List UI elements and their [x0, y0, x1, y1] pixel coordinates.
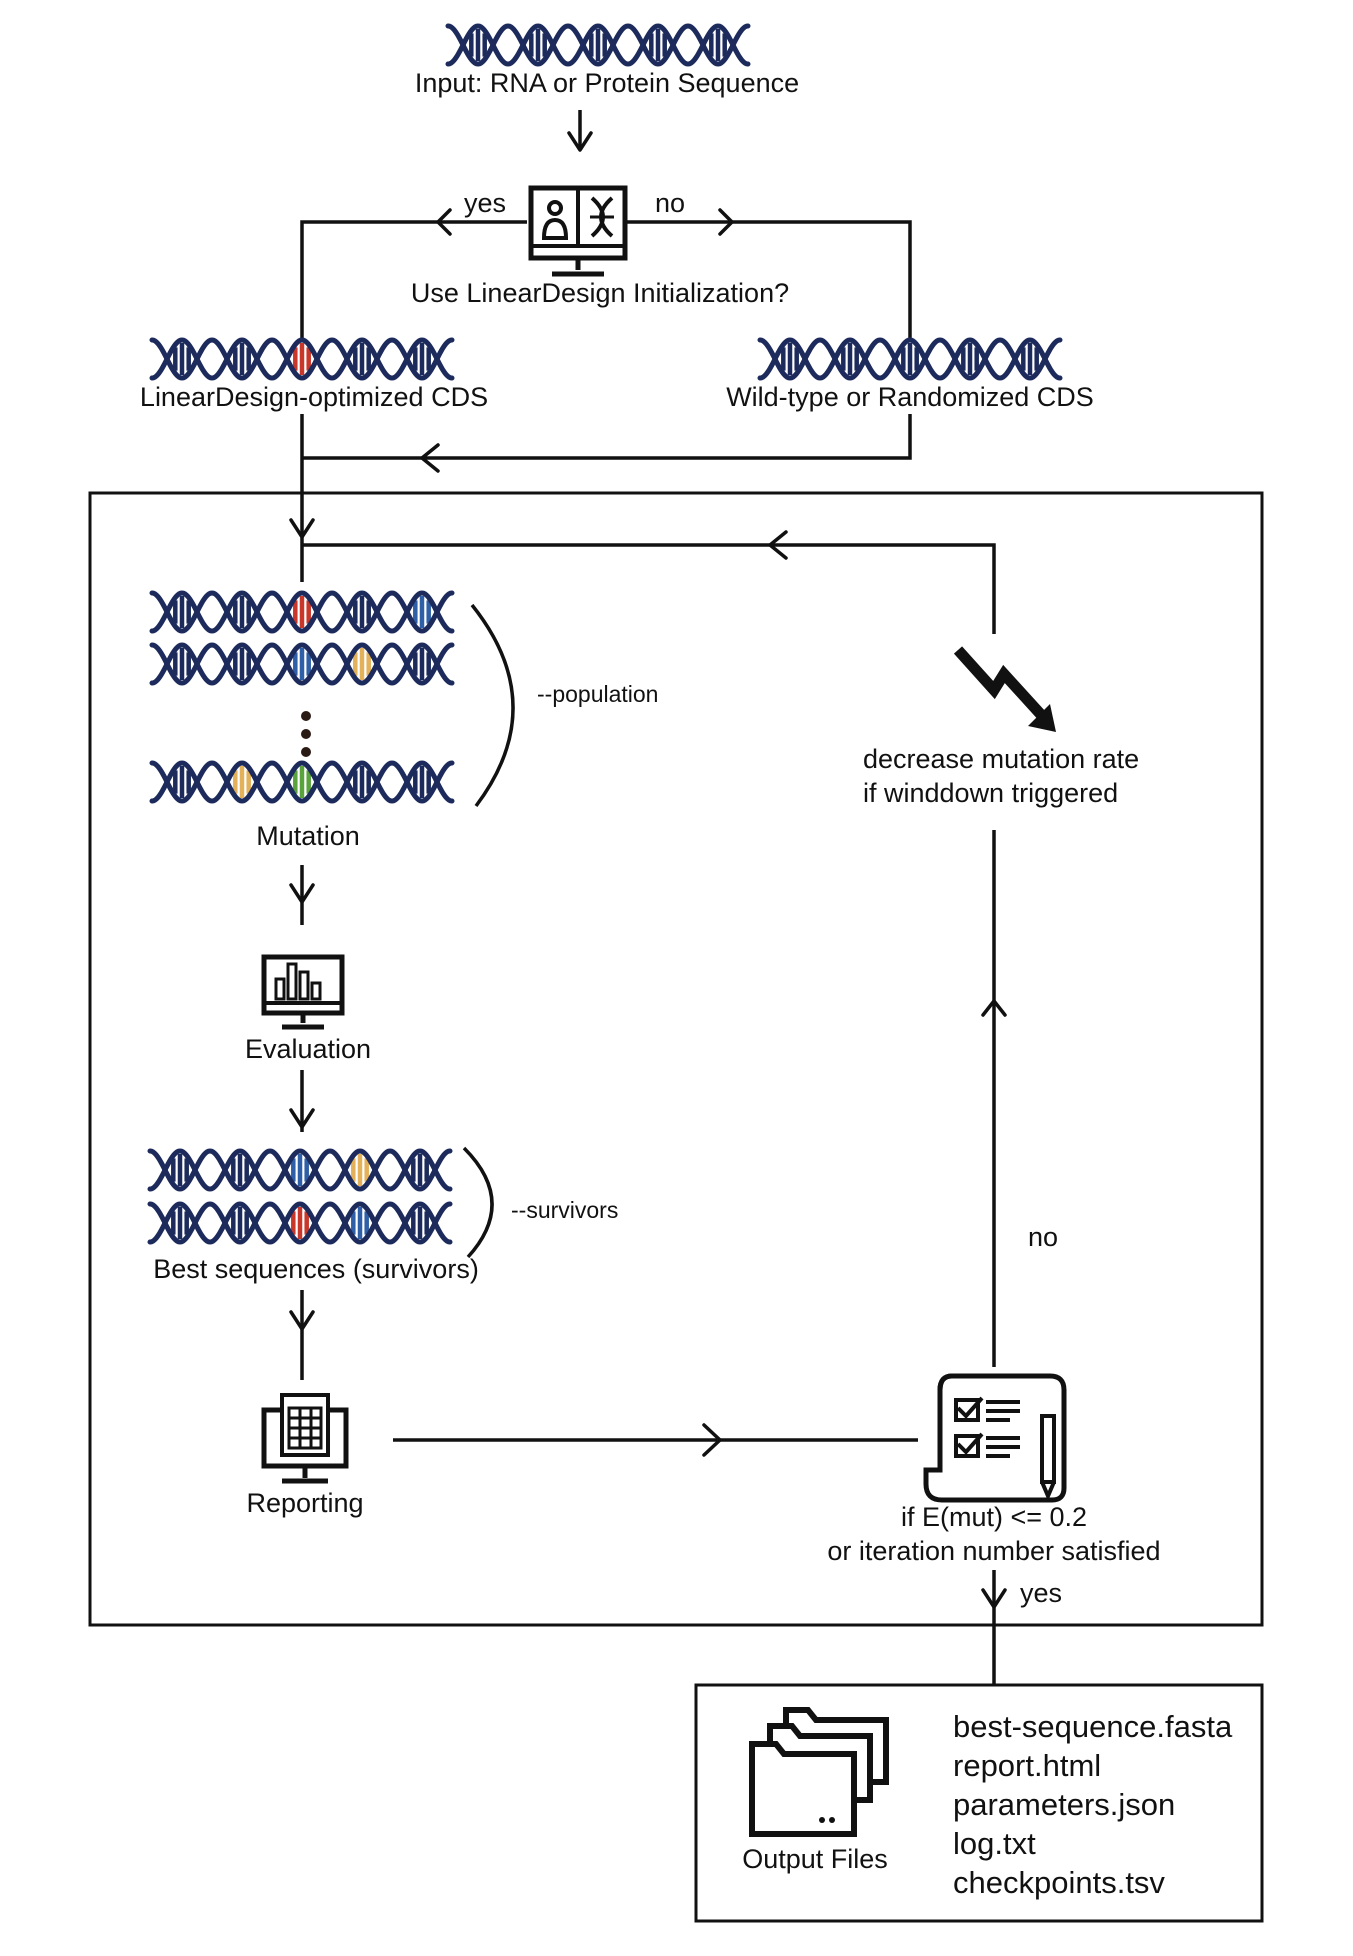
dna-helix-icon [149, 642, 455, 686]
arrowhead-right [718, 208, 734, 236]
output-file-item: report.html [953, 1748, 1101, 1783]
optimization-loop-box [88, 491, 1264, 1627]
winddown-line-2: if winddown triggered [863, 778, 1118, 808]
output-files-label: Output Files [742, 1844, 888, 1874]
folder-stack-icon [749, 1707, 889, 1837]
evaluation-label: Evaluation [245, 1034, 371, 1064]
arrowhead-left [420, 443, 440, 473]
decision-no-label: no [655, 188, 685, 218]
dna-helix-icon [147, 1148, 453, 1192]
dna-helix-icon [149, 760, 455, 804]
winddown-arrow-icon [953, 646, 1056, 732]
loop-yes-label: yes [1020, 1578, 1062, 1608]
winddown-line-1: decrease mutation rate [863, 744, 1139, 774]
ellipsis-dots [301, 711, 311, 757]
evaluation-chart-icon [261, 954, 345, 1030]
reporting-computer-icon [261, 1393, 349, 1484]
input-label: Input: RNA or Protein Sequence [415, 68, 799, 98]
reporting-label: Reporting [246, 1488, 363, 1518]
output-file-item: parameters.json [953, 1787, 1175, 1822]
stop-condition-line-1: if E(mut) <= 0.2 [901, 1502, 1087, 1532]
mutation-label: Mutation [256, 821, 360, 851]
arrowheads [289, 131, 1007, 1609]
dna-helix-icon [149, 590, 455, 634]
connectors [300, 110, 996, 1685]
decision-monitor-icon [528, 185, 628, 277]
arrowhead-down [567, 131, 593, 152]
wildtype-cds-label: Wild-type or Randomized CDS [726, 382, 1094, 412]
arrowhead-down [981, 1588, 1007, 1609]
arrowhead-left [768, 530, 788, 560]
stop-condition-line-2: or iteration number satisfied [827, 1536, 1160, 1566]
output-file-item: log.txt [953, 1826, 1036, 1861]
arrowhead-down [289, 518, 315, 539]
output-file-item: best-sequence.fasta [953, 1709, 1233, 1744]
arrowhead-right [702, 1423, 722, 1457]
loop-no-label: no [1028, 1222, 1058, 1252]
survivors-note: --survivors [511, 1197, 618, 1223]
arrowhead-left [436, 208, 452, 236]
dna-helix-icon [147, 1201, 453, 1245]
best-sequences-label: Best sequences (survivors) [153, 1254, 479, 1284]
decision-yes-label: yes [464, 188, 506, 218]
output-files-box [694, 1683, 1264, 1923]
arrowhead-down [289, 883, 315, 904]
dna-helices [147, 23, 1063, 1245]
survivors-bracket [462, 1146, 494, 1259]
checklist-scroll-icon [923, 1373, 1067, 1503]
dna-helix-icon [757, 337, 1063, 381]
arrowhead-down [289, 1108, 315, 1129]
arrowhead-down [289, 1310, 315, 1331]
dna-helix-icon [149, 337, 455, 381]
arrowhead-up [981, 999, 1007, 1017]
decision-question: Use LinearDesign Initialization? [411, 278, 789, 308]
population-bracket [470, 603, 515, 808]
population-note: --population [537, 681, 658, 707]
lineardesign-cds-label: LinearDesign-optimized CDS [140, 382, 488, 412]
dna-helix-icon [445, 23, 751, 67]
output-file-item: checkpoints.tsv [953, 1865, 1165, 1900]
